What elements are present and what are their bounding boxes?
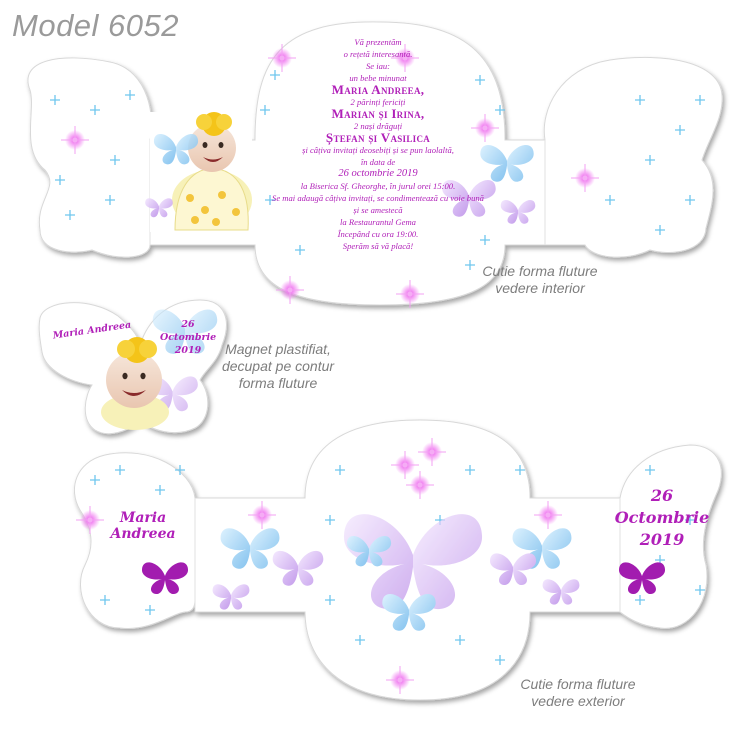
blue-sparkle: [635, 595, 645, 605]
pink-sparkle-ray: [406, 471, 434, 499]
blue-sparkle: [325, 515, 335, 525]
blue-sparkle: [265, 195, 275, 205]
exterior-date-day: 26: [650, 486, 674, 505]
invitation-line: la Restaurantul Gema: [340, 217, 416, 227]
pink-sparkle-ray: [76, 506, 104, 534]
blue-sparkle: [100, 595, 110, 605]
blue-sparkle: [685, 515, 695, 525]
invitation-line: și se amestecă: [353, 205, 403, 215]
blue-sparkle: [355, 635, 365, 645]
blue-sparkle: [125, 90, 135, 100]
magnet-caption-line: decupat pe contur: [221, 358, 335, 374]
blue-sparkle: [335, 465, 345, 475]
invitation-line: Sperăm să vă placă!: [342, 241, 414, 251]
invitation-line: 26 octombrie 2019: [338, 168, 418, 179]
blue-sparkle: [655, 225, 665, 235]
blue-sparkle: [645, 155, 655, 165]
pink-sparkle-ray: [534, 501, 562, 529]
interior-caption-line: Cutie forma fluture: [482, 263, 598, 279]
blue-sparkle: [115, 465, 125, 475]
invitation-line: 2 nași drăguți: [353, 121, 403, 131]
invitation-line: un bebe minunat: [349, 73, 407, 83]
interior-caption: Cutie forma fluture vedere interior: [455, 263, 625, 297]
exterior-caption-line: Cutie forma fluture: [520, 676, 636, 692]
blue-sparkle: [50, 95, 60, 105]
blue-sparkle: [175, 465, 185, 475]
interior-box: [27, 21, 723, 306]
magnet-date-day: 26: [181, 319, 195, 330]
exterior-date-year: 2019: [639, 530, 685, 549]
pink-sparkle-ray: [471, 114, 499, 142]
blue-sparkle: [90, 475, 100, 485]
blue-sparkle: [90, 105, 100, 115]
blue-sparkle: [260, 105, 270, 115]
blue-sparkle: [105, 195, 115, 205]
blue-sparkle: [65, 210, 75, 220]
pink-sparkle-ray: [418, 438, 446, 466]
exterior-date: 26 Octombrie 2019: [612, 485, 712, 551]
pink-sparkle-ray: [391, 451, 419, 479]
blue-sparkle: [685, 195, 695, 205]
pink-sparkle-ray: [396, 280, 424, 308]
magnet-date-month: Octombrie: [160, 332, 217, 343]
blue-sparkle: [270, 70, 280, 80]
exterior-caption: Cutie forma fluture vedere exterior: [498, 676, 658, 710]
invitation-line: 2 părinți fericiți: [350, 97, 406, 107]
blue-sparkle: [695, 585, 705, 595]
blue-sparkle: [455, 635, 465, 645]
interior-caption-line: vedere interior: [495, 280, 585, 296]
invitation-line: Începând cu ora 19:00.: [337, 229, 419, 239]
model-title: Model 6052: [12, 8, 180, 43]
blue-sparkle: [675, 125, 685, 135]
blue-sparkle: [495, 655, 505, 665]
baby-photo-interior: [150, 112, 252, 232]
pink-sparkle-ray: [61, 126, 89, 154]
exterior-name: Maria Andreea: [110, 510, 176, 542]
magnet-date-year: 2019: [174, 345, 202, 356]
invitation-line: o rețetă interesantă.: [343, 49, 413, 59]
blue-sparkle: [480, 235, 490, 245]
pink-sparkle-ray: [571, 164, 599, 192]
blue-sparkle: [465, 465, 475, 475]
blue-sparkle: [110, 155, 120, 165]
invitation-line: Se iau:: [365, 61, 391, 71]
pink-sparkle-ray: [391, 44, 419, 72]
exterior-caption-line: vedere exterior: [531, 693, 625, 709]
exterior-date-month: Octombrie: [614, 508, 710, 527]
pink-sparkle-ray: [268, 44, 296, 72]
invitation-line: în data de: [360, 157, 396, 167]
magnet-caption-line: forma fluture: [238, 375, 318, 391]
pink-sparkle-ray: [248, 501, 276, 529]
pink-sparkle-ray: [276, 276, 304, 304]
magnet-caption: Magnet plastifiat, decupat pe contur for…: [203, 341, 353, 392]
invitation-line: Se mai adaugă câțiva invitați, se condim…: [272, 193, 484, 203]
invitation-line: Marian și Irina,: [331, 106, 425, 121]
magnet-caption-line: Magnet plastifiat,: [225, 341, 331, 357]
blue-sparkle: [295, 245, 305, 255]
blue-sparkle: [605, 195, 615, 205]
baby-photo-magnet: [101, 309, 218, 430]
blue-sparkle: [635, 95, 645, 105]
magnet-date: 26 Octombrie 2019: [160, 318, 216, 357]
blue-sparkle: [55, 175, 65, 185]
invitation-line: și câțiva invitați deosebiți și se pun l…: [302, 145, 454, 155]
blue-sparkle: [465, 260, 475, 270]
blue-sparkle: [695, 95, 705, 105]
invitation-text: Vă prezentăm o rețetă interesantă. Se iau:…: [258, 36, 498, 252]
blue-sparkle: [495, 105, 505, 115]
blue-sparkle: [475, 75, 485, 85]
invitation-line: Ștefan și Vasilica: [325, 130, 431, 145]
blue-sparkle: [515, 465, 525, 475]
invitation-line: Maria Andreea,: [331, 82, 425, 97]
invitation-line: la Biserica Sf. Gheorghe, în jurul orei …: [300, 181, 456, 191]
blue-sparkle: [145, 605, 155, 615]
blue-sparkle: [155, 485, 165, 495]
invitation-line: Vă prezentăm: [354, 37, 402, 47]
sparkle-decorations: [50, 44, 705, 694]
pink-sparkle-ray: [386, 666, 414, 694]
blue-sparkle: [645, 465, 655, 475]
blue-sparkle: [325, 595, 335, 605]
